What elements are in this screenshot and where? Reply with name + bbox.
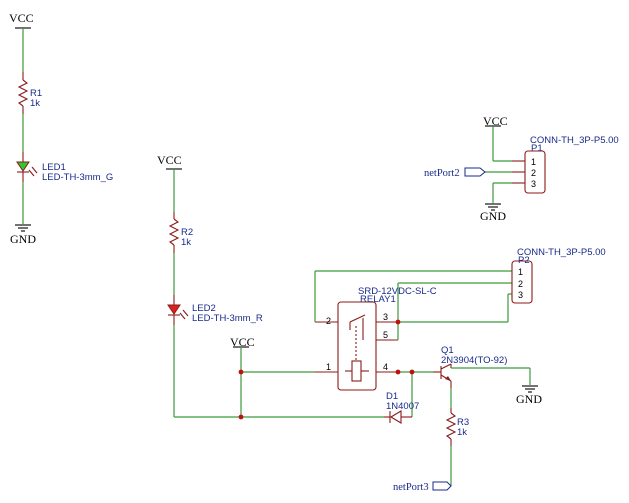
net-port2-label: netPort2 (424, 168, 460, 179)
relay-pin-4: 4 (383, 362, 388, 372)
vcc-label: VCC (230, 335, 255, 349)
connector-p1: 1 2 3 CONN-TH_3P-P5.00 P1 (512, 135, 619, 194)
led1-ref-label: LED1 (42, 162, 66, 173)
vcc-symbol-1: VCC (9, 11, 34, 29)
relay1-value-label: SRD-12VDC-SL-C (358, 286, 437, 297)
p2-value-label: CONN-TH_3P-P5.00 (517, 247, 606, 258)
vcc-symbol-2: VCC (157, 153, 182, 170)
gnd-label: GND (10, 232, 36, 246)
resistor-r3: R3 1k (445, 408, 469, 446)
relay1-ref-label: RELAY1 (360, 294, 396, 305)
p1-value-label: CONN-TH_3P-P5.00 (530, 135, 619, 146)
resistor-r2: R2 1k (168, 212, 193, 253)
r2-ref-label: R2 (181, 227, 193, 238)
r2-value-label: 1k (181, 237, 191, 248)
p1-pin-3: 3 (531, 179, 536, 189)
led2-ref-label: LED2 (192, 303, 216, 314)
r3-value-label: 1k (457, 427, 467, 438)
vcc-symbol-4: VCC (483, 114, 508, 128)
p2-pin-1: 1 (518, 267, 523, 277)
p2-pin-3: 3 (518, 290, 523, 300)
resistor-r1: R1 1k (17, 72, 42, 114)
d1-ref-label: D1 (386, 391, 398, 402)
gnd-label: GND (516, 392, 542, 406)
junction-dot (238, 414, 244, 420)
net-port3-label: netPort3 (393, 482, 429, 493)
p2-ref-label: P2 (518, 255, 530, 266)
gnd-label: GND (480, 209, 506, 223)
led-led2: LED2 LED-TH-3mm_R (167, 295, 263, 325)
junction-dot (395, 319, 401, 325)
relay-pin-1: 1 (326, 362, 331, 372)
gnd-symbol-1: GND (10, 224, 36, 246)
r1-value-label: 1k (30, 98, 40, 109)
gnd-symbol-2: GND (480, 203, 506, 223)
junction-dot (409, 369, 415, 375)
relay-pin-3: 3 (383, 312, 388, 322)
vcc-symbol-3: VCC (230, 335, 255, 349)
led1-value-label: LED-TH-3mm_G (42, 172, 113, 183)
q1-ref-label: Q1 (441, 345, 454, 356)
net-port3-flag: netPort3 (393, 481, 452, 493)
q1-value-label: 2N3904(TO-92) (441, 355, 507, 366)
p1-pin-2: 2 (531, 168, 536, 178)
diode-d1: D1 1N4007 (384, 391, 419, 424)
relay-relay1: 2 3 5 1 4 SRD-12VDC-SL-C RELAY1 (315, 286, 437, 391)
connector-p2: 1 2 3 CONN-TH_3P-P5.00 P2 (511, 247, 606, 304)
vcc-label: VCC (483, 114, 508, 128)
p1-ref-label: P1 (531, 143, 543, 154)
led-led1: LED1 LED-TH-3mm_G (16, 152, 113, 183)
p1-pin-1: 1 (531, 157, 536, 167)
led2-value-label: LED-TH-3mm_R (192, 313, 263, 324)
gnd-symbol-3: GND (516, 385, 542, 406)
junctions (238, 319, 415, 420)
r1-ref-label: R1 (30, 88, 42, 99)
vcc-label: VCC (157, 153, 182, 167)
relay-pin-5: 5 (383, 330, 388, 340)
p2-pin-2: 2 (518, 279, 523, 289)
d1-value-label: 1N4007 (386, 401, 419, 412)
net-port2-flag: netPort2 (424, 167, 486, 179)
junction-dot (238, 369, 244, 375)
transistor-q1: Q1 2N3904(TO-92) (433, 345, 507, 388)
junction-dot (395, 369, 401, 375)
vcc-label: VCC (9, 11, 34, 25)
relay-pin-2: 2 (326, 316, 331, 326)
r3-ref-label: R3 (457, 417, 469, 428)
